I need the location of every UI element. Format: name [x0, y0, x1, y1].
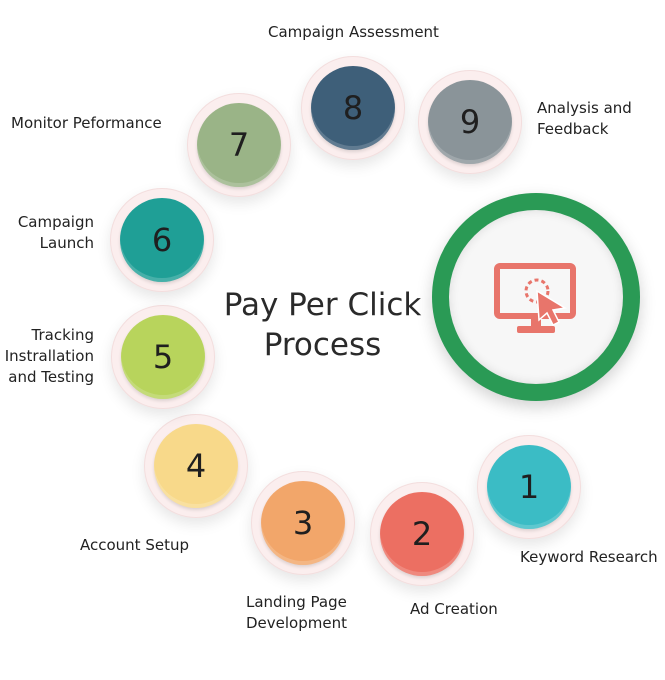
step-4: 4 — [144, 414, 248, 518]
step-5-number: 5 — [152, 338, 174, 376]
center-hub-inner — [449, 210, 623, 384]
step-3: 3 — [251, 471, 355, 575]
step-4-number: 4 — [185, 447, 207, 485]
step-9-number: 9 — [459, 103, 481, 141]
computer-click-icon — [494, 263, 576, 333]
step-5-label-line-3: and Testing — [8, 368, 94, 386]
step-9-disc: 9 — [428, 80, 512, 164]
step-2-number: 2 — [411, 515, 433, 553]
step-1-label: Keyword Research — [520, 547, 658, 568]
step-3-label-line-2: Development — [246, 614, 347, 632]
step-5: 5 — [111, 305, 215, 409]
center-hub — [432, 193, 640, 401]
step-9-label: Analysis and Feedback — [537, 98, 632, 140]
step-4-label-line: Account Setup — [80, 536, 189, 554]
step-6-label: Campaign Launch — [0, 212, 94, 254]
diagram-title: Pay Per Click Process — [205, 285, 440, 365]
step-6-label-line-1: Campaign — [17, 213, 94, 231]
title-line-2: Process — [263, 327, 382, 363]
step-1: 1 — [477, 435, 581, 539]
step-7-label-line: Monitor Peformance — [11, 114, 162, 132]
step-5-label-line-2: Instrallation — [4, 347, 94, 365]
step-7: 7 — [187, 93, 291, 197]
step-3-label: Landing Page Development — [246, 592, 347, 634]
step-3-label-line-1: Landing Page — [246, 593, 347, 611]
step-4-disc: 4 — [154, 424, 238, 508]
step-5-label-line-1: Tracking — [31, 326, 94, 344]
step-1-disc: 1 — [487, 445, 571, 529]
step-2-label-line: Ad Creation — [410, 600, 498, 618]
step-2-label: Ad Creation — [410, 599, 498, 620]
step-5-label: Tracking Instrallation and Testing — [0, 325, 94, 388]
step-6-disc: 6 — [120, 198, 204, 282]
step-8: 8 — [301, 56, 405, 160]
step-7-label: Monitor Peformance — [11, 113, 162, 134]
step-2: 2 — [370, 482, 474, 586]
step-9: 9 — [418, 70, 522, 174]
step-8-number: 8 — [342, 89, 364, 127]
step-3-disc: 3 — [261, 481, 345, 565]
step-2-disc: 2 — [380, 492, 464, 576]
step-5-disc: 5 — [121, 315, 205, 399]
step-1-label-line: Keyword Research — [520, 548, 658, 566]
step-4-label: Account Setup — [80, 535, 189, 556]
step-8-label-line: Campaign Assessment — [268, 23, 439, 41]
step-6-number: 6 — [151, 221, 173, 259]
step-7-number: 7 — [228, 126, 250, 164]
step-3-number: 3 — [292, 504, 314, 542]
step-6-label-line-2: Launch — [39, 234, 94, 252]
step-1-number: 1 — [518, 468, 540, 506]
step-7-disc: 7 — [197, 103, 281, 187]
step-8-label: Campaign Assessment — [268, 22, 439, 43]
step-9-label-line-1: Analysis and — [537, 99, 632, 117]
step-6: 6 — [110, 188, 214, 292]
step-8-disc: 8 — [311, 66, 395, 150]
step-9-label-line-2: Feedback — [537, 120, 609, 138]
title-line-1: Pay Per Click — [223, 287, 422, 323]
